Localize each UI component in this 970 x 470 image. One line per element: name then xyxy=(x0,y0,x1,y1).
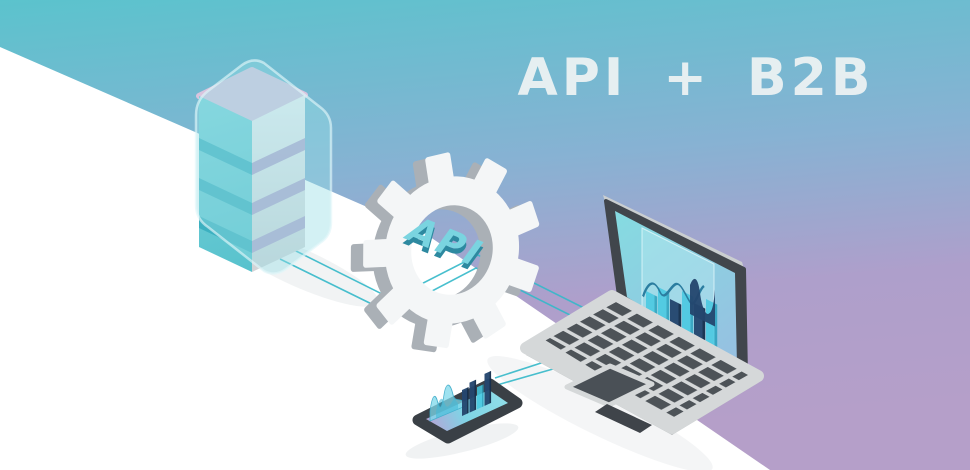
phone-bar-chart xyxy=(462,370,492,416)
laptop-icon xyxy=(520,195,764,435)
server-glass-case xyxy=(194,59,333,275)
navy-dip-area xyxy=(690,278,715,327)
phone-wave-chart xyxy=(429,384,467,422)
laptop-front-lip xyxy=(595,404,652,433)
headline-text: API + B2B xyxy=(518,48,875,108)
laptop-keyboard-keys xyxy=(545,302,748,418)
smartphone-icon xyxy=(412,370,523,444)
server-to-gear-line xyxy=(279,258,589,325)
server-rack-stripes xyxy=(199,138,305,253)
server-tower-icon xyxy=(194,59,333,275)
laptop-trackpad xyxy=(564,363,655,408)
laptop-screen-line-chart xyxy=(642,278,715,327)
